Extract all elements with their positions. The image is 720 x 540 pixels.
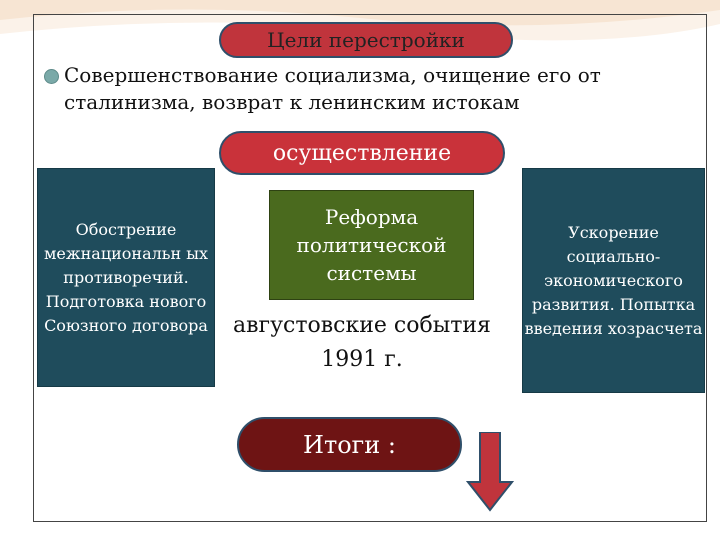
implementation-pill: осуществление — [219, 131, 505, 175]
down-arrow-icon — [466, 432, 514, 512]
slide-frame — [33, 14, 707, 522]
left-box-text: Обострение межнациональн ых противоречий… — [43, 219, 208, 335]
left-box: Обострение межнациональн ых противоречий… — [37, 168, 215, 387]
right-box-text: Ускорение социально-экономического разви… — [524, 222, 703, 338]
bullet-dot-icon — [44, 69, 59, 84]
center-box: Реформа политической системы — [269, 190, 474, 300]
august-events-text: августовские события 1991 г. — [233, 313, 491, 372]
right-box: Ускорение социально-экономического разви… — [522, 168, 705, 393]
results-pill: Итоги : — [237, 417, 462, 472]
title-pill: Цели перестройки — [219, 22, 513, 58]
goal-text: Совершенствование социализма, очищение е… — [64, 63, 601, 114]
center-box-text: Реформа политической системы — [296, 205, 447, 285]
background-wave — [0, 0, 720, 41]
